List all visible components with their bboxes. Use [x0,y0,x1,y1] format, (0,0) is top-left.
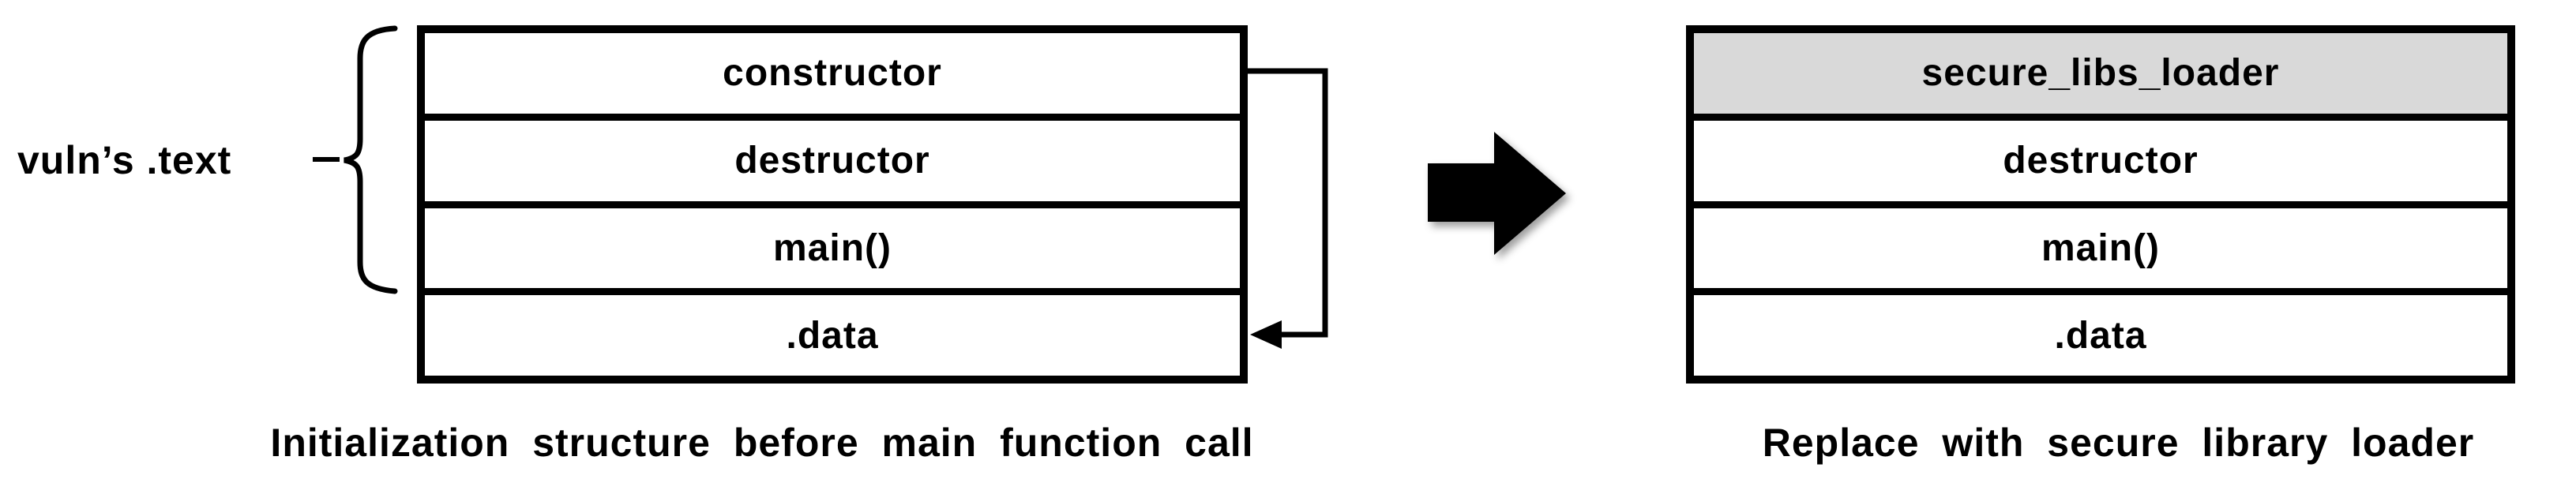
before-caption: Initialization structure before main fun… [270,421,1254,465]
row-label: constructor [723,52,942,95]
row-label: .data [786,314,879,357]
curly-brace-icon [344,25,398,294]
right-block-arrow-icon [1428,132,1566,255]
before-row-constructor: constructor [425,33,1240,121]
row-label: destructor [2003,140,2199,182]
before-box: constructor destructor main() .data [417,25,1248,384]
row-label: secure_libs_loader [1921,52,2280,95]
row-label: main() [773,226,892,269]
row-label: destructor [734,140,930,182]
brace-label: vuln’s .text [17,138,232,182]
row-label: main() [2041,226,2160,269]
after-row-main: main() [1694,208,2507,296]
constructor-to-data-connector [1248,68,1328,338]
after-box: secure_libs_loader destructor main() .da… [1686,25,2515,384]
after-caption: Replace with secure library loader [1762,421,2475,465]
before-row-data: .data [425,295,1240,376]
after-row-destructor: destructor [1694,121,2507,208]
before-row-destructor: destructor [425,121,1240,208]
row-label: .data [2054,314,2147,357]
connector-arrowhead-icon [1250,320,1282,349]
after-row-data: .data [1694,295,2507,376]
after-row-secure-libs-loader: secure_libs_loader [1694,33,2507,121]
before-row-main: main() [425,208,1240,296]
